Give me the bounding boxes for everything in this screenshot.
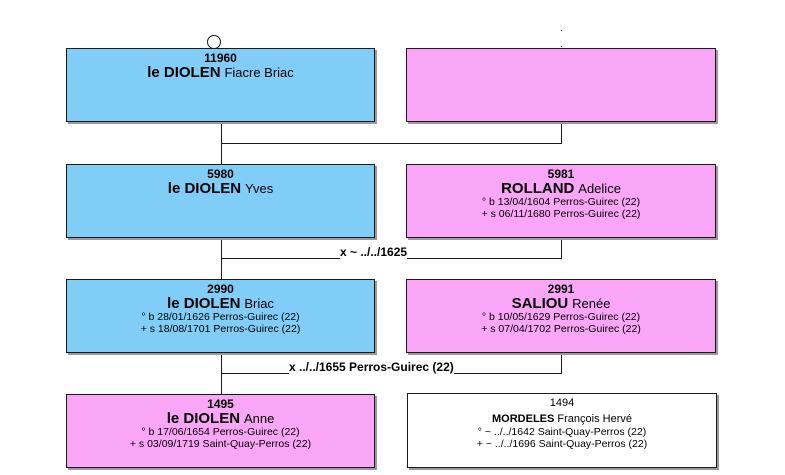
person-box-1494[interactable]: 1494 MORDELES François Hervé ° ~ ../../1… xyxy=(407,393,717,468)
death-event: + s 18/08/1701 Perros-Guirec (22) xyxy=(140,323,301,335)
person-surname: MORDELES xyxy=(492,413,555,425)
tree-mark xyxy=(561,46,562,47)
connector-line xyxy=(221,122,222,144)
death-event: + s 06/11/1680 Perros-Guirec (22) xyxy=(481,208,641,220)
person-name: le DIOLEN Fiacre Briac xyxy=(67,65,374,80)
birth-event: ° ~ ../../1642 Saint-Quay-Perros (22) xyxy=(477,426,647,438)
person-surname: le DIOLEN xyxy=(147,64,221,81)
connector-line xyxy=(561,122,562,144)
person-name: le DIOLEN Anne xyxy=(67,411,374,426)
person-surname: le DIOLEN xyxy=(166,410,241,427)
person-surname: ROLLAND xyxy=(501,180,575,197)
person-number: 1494 xyxy=(549,397,575,409)
person-given-name: Adelice xyxy=(578,181,621,196)
person-number: 2991 xyxy=(547,282,575,296)
connector-line xyxy=(221,143,562,144)
person-number: 2990 xyxy=(207,282,234,296)
person-name: SALIOU Renée xyxy=(407,296,715,311)
person-box-unknown[interactable] xyxy=(406,48,716,122)
person-box-1495[interactable]: 1495 le DIOLEN Anne ° b 17/06/1654 Perro… xyxy=(66,394,375,468)
person-number: 5981 xyxy=(547,167,575,181)
person-given-name: Renée xyxy=(572,296,611,311)
person-surname: le DIOLEN xyxy=(167,180,242,197)
birth-event: ° b 28/01/1626 Perros-Guirec (22) xyxy=(141,311,300,323)
birth-event: ° b 10/05/1629 Perros-Guirec (22) xyxy=(481,311,641,323)
person-box-5981[interactable]: 5981 ROLLAND Adelice ° b 13/04/1604 Perr… xyxy=(406,164,716,238)
connector-line xyxy=(561,237,562,259)
person-box-11960[interactable]: 11960 le DIOLEN Fiacre Briac xyxy=(66,48,375,122)
person-number: 1495 xyxy=(207,397,234,411)
connector-line xyxy=(221,143,222,165)
tree-mark xyxy=(561,30,562,31)
person-name: le DIOLEN Briac xyxy=(67,296,374,311)
marriage-label: x ../../1655 Perros-Guirec (22) xyxy=(289,360,454,374)
person-given-name: François Hervé xyxy=(557,413,632,425)
connector-line xyxy=(561,352,562,374)
person-given-name: Yves xyxy=(245,181,274,196)
death-event: + ~ ../../1696 Saint-Quay-Perros (22) xyxy=(476,438,648,450)
person-number: 5980 xyxy=(207,167,234,181)
implex-circle-icon xyxy=(207,35,221,49)
person-name: ROLLAND Adelice xyxy=(407,181,715,196)
person-number: 11960 xyxy=(204,51,237,65)
person-given-name: Anne xyxy=(243,411,275,426)
marriage-label: x ~ ../../1625 xyxy=(340,245,408,259)
person-name: MORDELES François Hervé xyxy=(408,413,716,426)
birth-event: ° b 17/06/1654 Perros-Guirec (22) xyxy=(141,426,300,438)
person-given-name: Fiacre Briac xyxy=(224,65,294,80)
person-given-name: Briac xyxy=(244,296,274,311)
person-name: le DIOLEN Yves xyxy=(67,181,374,196)
person-surname: le DIOLEN xyxy=(167,295,241,312)
death-event: + s 03/09/1719 Saint-Quay-Perros (22) xyxy=(129,438,312,450)
death-event: + s 07/04/1702 Perros-Guirec (22) xyxy=(481,323,641,335)
person-surname: SALIOU xyxy=(511,295,569,312)
person-box-2991[interactable]: 2991 SALIOU Renée ° b 10/05/1629 Perros-… xyxy=(406,279,716,353)
birth-event: ° b 13/04/1604 Perros-Guirec (22) xyxy=(481,196,641,208)
person-box-2990[interactable]: 2990 le DIOLEN Briac ° b 28/01/1626 Perr… xyxy=(66,279,375,353)
person-box-5980[interactable]: 5980 le DIOLEN Yves xyxy=(66,164,375,238)
